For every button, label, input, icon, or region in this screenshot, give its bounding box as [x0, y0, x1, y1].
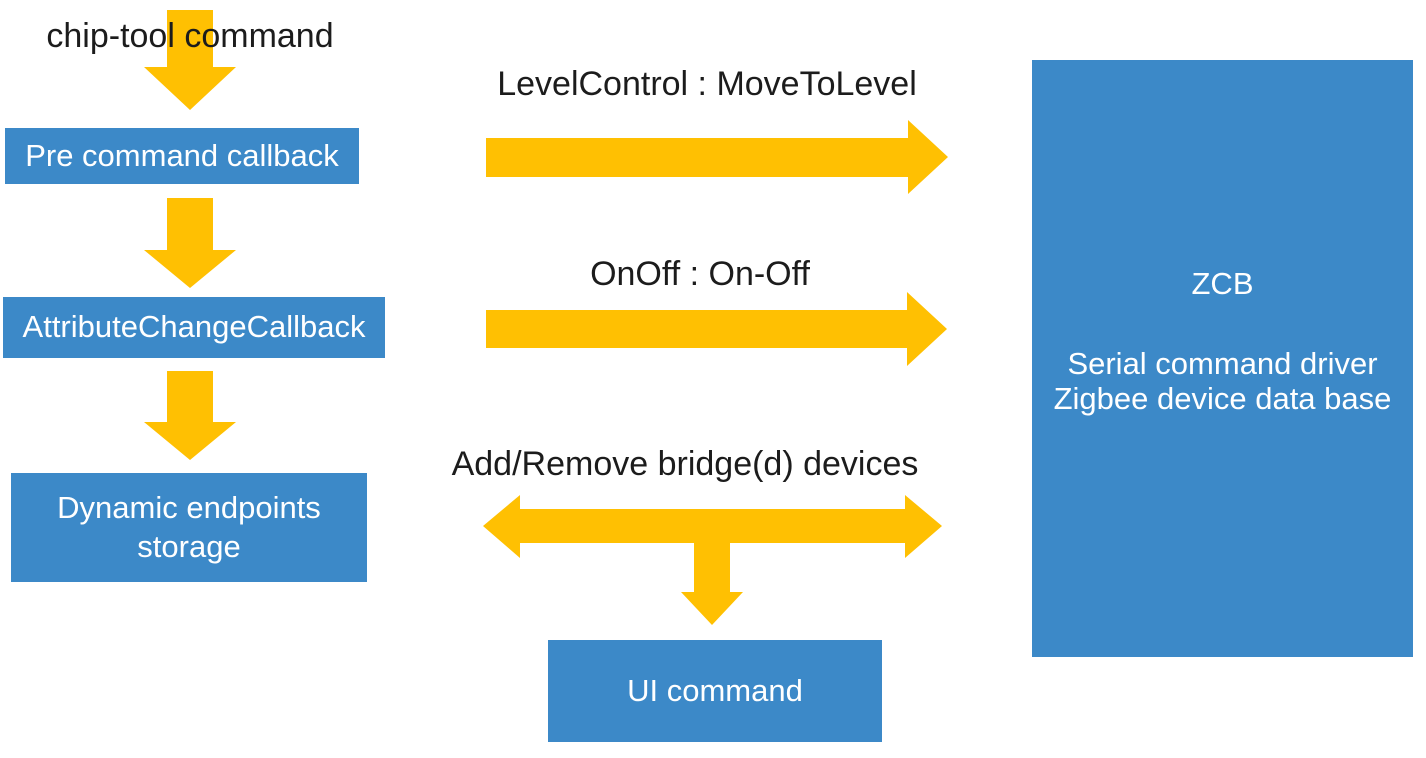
right-arrow-onoff [486, 292, 947, 366]
zcb-serial-command-driver-line: Serial command driver [1067, 345, 1378, 381]
label-chip-tool-command: chip-tool command [46, 17, 334, 55]
box-pre-command-callback: Pre command callback [5, 128, 359, 184]
zcb-title: ZCB [1191, 266, 1254, 302]
box-attribute-change-callback: AttributeChangeCallback [3, 297, 385, 358]
box-ui-command: UI command [548, 640, 882, 742]
right-arrow-levelcontrol [486, 120, 948, 194]
down-arrow-attribute-change-to-dynamic-endpoints [144, 371, 236, 460]
box-dynamic-endpoints-storage: Dynamic endpoints storage [11, 473, 367, 582]
down-arrow-chip-tool-to-pre-command [144, 10, 236, 110]
label-onoff-on-off: OnOff : On-Off [590, 255, 810, 293]
box-attribute-change-callback-label: AttributeChangeCallback [22, 309, 366, 345]
box-dynamic-endpoints-storage-label: Dynamic endpoints storage [57, 489, 321, 564]
down-arrow-pre-command-to-attribute-change [144, 198, 236, 288]
box-pre-command-callback-label: Pre command callback [25, 137, 339, 173]
zcb-zigbee-device-database-line: Zigbee device data base [1053, 380, 1392, 416]
label-levelcontrol-movetolevel: LevelControl : MoveToLevel [497, 65, 917, 103]
double-arrow-add-remove-with-down-branch [483, 495, 942, 625]
box-ui-command-label: UI command [627, 672, 803, 708]
label-add-remove-bridged-devices: Add/Remove bridge(d) devices [451, 445, 919, 483]
box-zcb: ZCB Serial command driver Zigbee device … [1032, 60, 1413, 657]
